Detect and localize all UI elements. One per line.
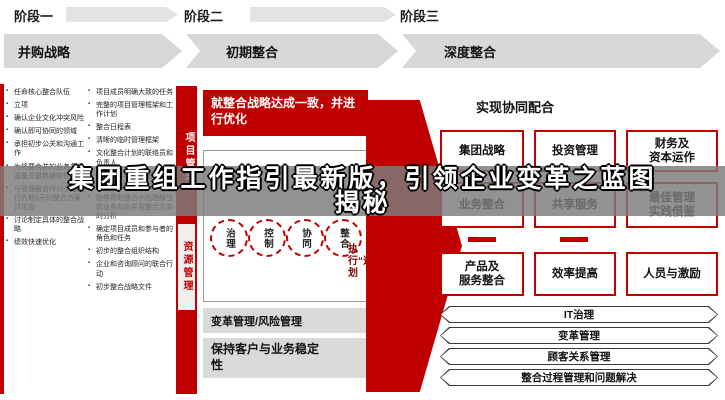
process-banner-it-governance: IT治理 xyxy=(440,306,718,323)
list-item: 立项 xyxy=(6,101,84,110)
synergy-cell-investment: 投资管理 xyxy=(534,130,616,172)
list-item: 讨论制定具体的整合战略 xyxy=(6,216,84,234)
governance-circle-2: 控制 xyxy=(248,219,286,257)
governance-circle-4: 整合 xyxy=(324,219,362,257)
list-item: 完整的项目管理框架和工作计划 xyxy=(88,101,174,119)
synergy-cell-efficiency: 效率提高 xyxy=(534,252,616,296)
process-banner-label: IT治理 xyxy=(441,307,717,322)
list-item: 确认企业文化冲突风险 xyxy=(6,114,84,123)
list-item: 绩效快速优化 xyxy=(6,238,84,247)
list-item: 文化整合计划的联络员和负责人 xyxy=(88,149,174,167)
list-item: 承担初步公关和沟通工作 xyxy=(6,140,84,158)
circle-label: 整合 xyxy=(338,227,349,249)
list-item: 清晰的临时管理框架 xyxy=(88,136,174,145)
list-item: 确认即可协同的领域 xyxy=(6,127,84,136)
circle-label: 治理 xyxy=(224,227,235,249)
synergy-cell-people-incentive: 人员与激励 xyxy=(626,252,718,296)
list-item: 任命核心整合队伍 xyxy=(6,88,84,97)
phase-label-1: 阶段一 xyxy=(14,9,54,24)
process-banner-integration-process: 整合过程管理和问题解决 xyxy=(440,369,718,386)
connector-dash xyxy=(468,237,496,242)
overlay-title: 集团重组工作指引最新版，引领企业变革之蓝图 xyxy=(68,165,657,193)
strategy-arrow-initial-integration: 初期整合 xyxy=(186,34,398,68)
circle-label: 协同 xyxy=(300,227,311,249)
governance-circle-1: 治理 xyxy=(210,219,248,257)
process-banner-label: 整合过程管理和问题解决 xyxy=(441,370,717,385)
phase-connector-arrow-2 xyxy=(250,7,396,22)
stability-box-label: 保持客户与业务稳定性 xyxy=(211,342,320,372)
connector-dash xyxy=(560,237,588,242)
resource-window: 资源管理 xyxy=(178,224,195,310)
phase-connector-arrow-1 xyxy=(66,7,178,22)
circle-label: 控制 xyxy=(262,227,273,249)
phase-label-2: 阶段二 xyxy=(184,9,224,24)
synergy-title: 实现协同配合 xyxy=(475,100,554,115)
project-resource-bar: 项目管理 资源管理 xyxy=(176,86,197,394)
process-banner-change-management: 变革管理 xyxy=(440,327,718,344)
title-overlay: 集团重组工作指引最新版，引领企业变革之蓝图 揭秘 xyxy=(0,166,725,216)
strategy-alignment-box: 就整合战略达成一致，并进行优化 xyxy=(203,90,368,136)
phase-label-3: 阶段三 xyxy=(400,9,440,24)
overlay-subtitle: 揭秘 xyxy=(334,189,391,217)
list-item: 项目成员明确大致的任务 xyxy=(88,88,174,97)
synergy-cell-product-service: 产品及 服务整合 xyxy=(440,252,524,296)
governance-circle-3: 协同 xyxy=(286,219,324,257)
list-item: 初步整合战略文件 xyxy=(88,283,174,292)
resource-management-label: 资源管理 xyxy=(181,241,192,293)
strategy-arrow-merger: 并购战略 xyxy=(4,34,182,68)
list-item: 整合日程表 xyxy=(88,123,174,132)
process-banner-label: 顾客关系管理 xyxy=(441,349,717,364)
process-banner-crm: 顾客关系管理 xyxy=(440,348,718,365)
list-item: 初步的整合组织结构 xyxy=(88,247,174,256)
project-management-label: 项目管理 xyxy=(183,132,194,184)
list-item: 确定项目成员和参与者的角色和任务 xyxy=(88,225,174,243)
stability-box: 保持客户与业务稳定性 xyxy=(203,338,368,378)
change-risk-box: 变革管理/风险管理 xyxy=(203,308,368,333)
list-item: 企业和咨询顾问的联合行动 xyxy=(88,260,174,278)
left-accent-strip xyxy=(0,84,4,394)
synergy-cell-finance-capital: 财务及 资本运作 xyxy=(626,130,718,172)
process-banner-label: 变革管理 xyxy=(441,328,717,343)
strategy-arrow-deep-integration: 深度整合 xyxy=(402,34,720,68)
